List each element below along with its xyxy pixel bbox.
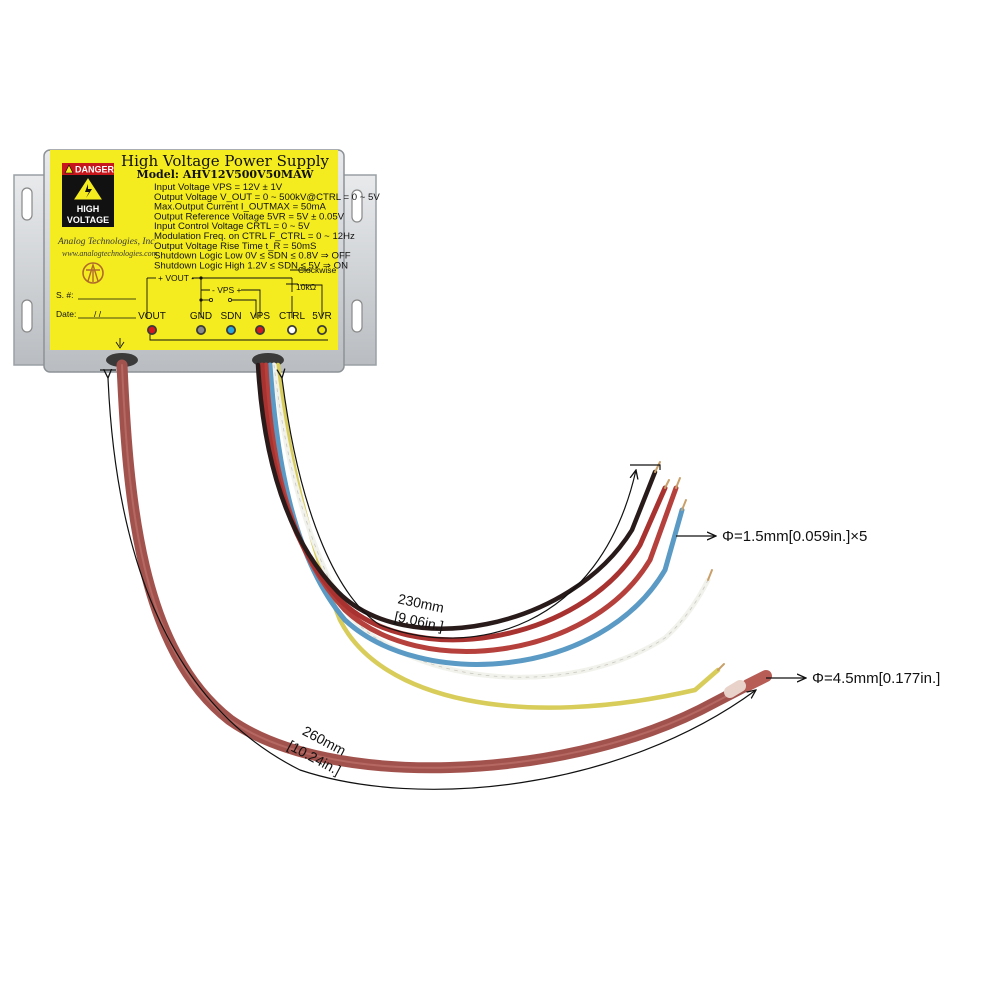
pin-dot <box>256 326 264 334</box>
vout-bracket-label: + VOUT - <box>158 273 194 283</box>
mounting-slot-left-top <box>21 187 33 221</box>
thick-diameter-label: Φ=4.5mm[0.177in.] <box>812 670 940 687</box>
pin-sdn: SDN <box>220 311 242 335</box>
thin-diameter-label: Φ=1.5mm[0.059in.]×5 <box>722 528 867 545</box>
spec-line: Shutdown Logic Low 0V ≤ SDN ≤ 0.8V ⇒ OFF <box>154 251 351 262</box>
pin-ctrl: CTRL <box>279 311 306 335</box>
pot-value-label: 10kΩ <box>296 282 316 292</box>
thick-cable <box>116 359 772 774</box>
pin-5vr: 5VR <box>312 311 332 335</box>
thick-cable-tip <box>742 670 772 691</box>
dimension-lines <box>100 370 806 790</box>
spec-line: Output Voltage V_OUT = 0 ~ 500kV@CTRL = … <box>154 192 380 203</box>
pin-label: CTRL <box>279 311 306 322</box>
clockwise-label: Clockwise <box>298 265 337 275</box>
spec-line: Shutdown Logic High 1.2V ≤ SDN ≤ 5V ⇒ ON <box>154 260 348 271</box>
pin-dot <box>227 326 235 334</box>
pin-label: VOUT <box>138 311 166 322</box>
wire-black <box>255 362 658 631</box>
pin-dot <box>288 326 296 334</box>
wire-yellow <box>275 362 721 710</box>
pin-vout: VOUT <box>138 311 166 335</box>
pin-label: VPS <box>250 311 270 322</box>
pin-gnd: GND <box>190 311 212 335</box>
wire-white <box>271 362 711 680</box>
pin-dot <box>148 326 156 334</box>
high-voltage-line2: VOLTAGE <box>67 215 109 225</box>
date-slashes: / / <box>94 309 102 319</box>
pin-dot <box>197 326 205 334</box>
label-title: High Voltage Power Supply <box>121 152 330 170</box>
high-voltage-line1: HIGH <box>77 204 100 214</box>
spec-line: Output Reference Voltage 5VR = 5V ± 0.05… <box>154 211 345 222</box>
company-logo <box>82 262 104 284</box>
thick-length-arc <box>108 378 756 790</box>
pin-label: GND <box>190 311 212 322</box>
spec-line: Input Voltage VPS = 12V ± 1V <box>154 182 283 193</box>
wire-blue <box>267 362 685 667</box>
wire-red-1 <box>259 362 668 643</box>
company-name: Analog Technologies, Inc. <box>57 237 157 247</box>
spec-line: Input Control Voltage CRTL = 0 ~ 5V <box>154 221 310 232</box>
danger-text: DANGER <box>75 165 115 175</box>
pin-label: SDN <box>220 311 241 322</box>
vps-bracket-label: - VPS + <box>212 285 242 295</box>
pin-label: 5VR <box>312 311 331 322</box>
company-website: www.analogtechnologies.com <box>62 249 158 258</box>
pin-row: VOUT GND SDN VPS CTRL 5VR <box>138 311 332 335</box>
spec-line: Modulation Freq. on CTRL F_CTRL = 0 ~ 12… <box>154 231 355 242</box>
serial-label: S. #: <box>56 290 73 300</box>
pin-vps: VPS <box>250 311 270 335</box>
spec-line: Output Voltage Rise Time t_R = 50mS <box>154 241 316 252</box>
wire-red-2 <box>263 362 679 654</box>
label-model: Model: AHV12V500V50MAW <box>137 168 315 181</box>
thin-wires <box>255 362 725 710</box>
danger-sign: DANGER HIGH VOLTAGE <box>62 163 115 227</box>
mounting-slot-right-top <box>351 189 363 223</box>
date-label: Date: <box>56 309 76 319</box>
label-sticker: High Voltage Power Supply Model: AHV12V5… <box>50 150 380 350</box>
pin-dot <box>318 326 326 334</box>
mounting-slot-left-bottom <box>21 299 33 333</box>
spec-line: Max.Output Current I_OUTMAX = 50mA <box>154 202 327 213</box>
mounting-slot-right-bottom <box>351 299 363 333</box>
